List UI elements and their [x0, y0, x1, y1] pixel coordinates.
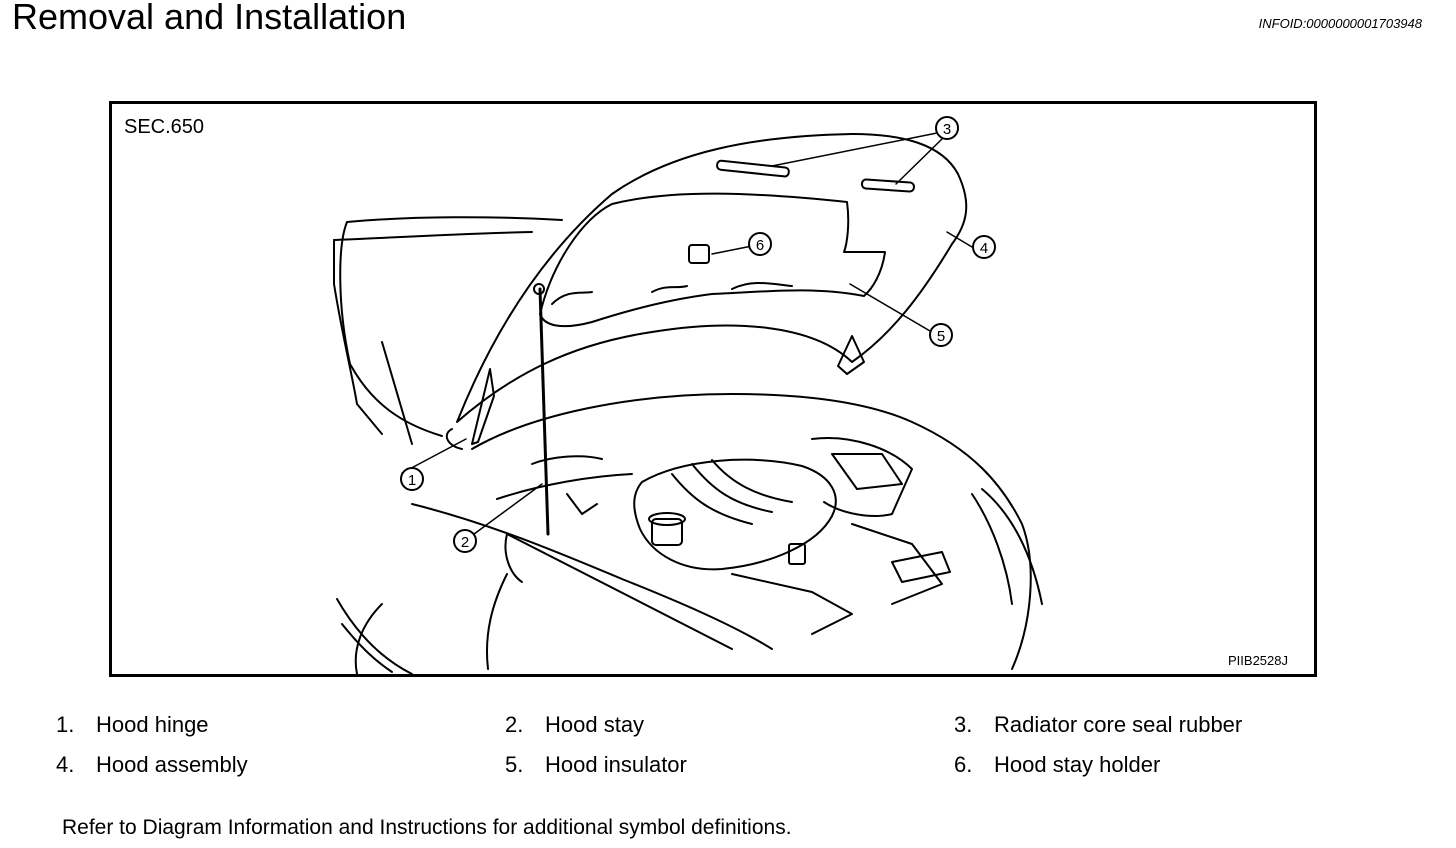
legend-number: 4. [56, 752, 75, 777]
hood-outline [456, 133, 968, 423]
legend-number: 2. [505, 712, 524, 737]
legend-number: 6. [954, 752, 973, 777]
legend-item: 1. Hood hinge [56, 712, 209, 738]
callout-2: 2 [461, 534, 469, 551]
hood-insulator [539, 192, 886, 328]
callout-6-circle [748, 232, 772, 256]
legend-label: Hood stay holder [994, 752, 1161, 777]
callout-6: 6 [756, 237, 764, 254]
legend-label: Hood hinge [96, 712, 209, 737]
legend-label: Hood stay [545, 712, 645, 737]
legend-number: 3. [954, 712, 973, 737]
section-label: SEC.650 [124, 116, 205, 138]
legend-label: Hood insulator [545, 752, 687, 777]
legend-item: 6. Hood stay holder [954, 752, 1160, 778]
callout-1-circle [400, 467, 424, 491]
callout-5-circle [929, 323, 953, 347]
callout-5: 5 [937, 328, 945, 345]
footnote: Refer to Diagram Information and Instruc… [62, 816, 792, 839]
legend-item: 2. Hood stay [505, 712, 644, 738]
legend-label: Hood assembly [96, 752, 248, 777]
figure-code: PIIB2528J [1228, 653, 1288, 668]
legend-item: 4. Hood assembly [56, 752, 248, 778]
callout-3-circle [935, 116, 959, 140]
callout-1: 1 [408, 472, 416, 489]
callout-4-circle [972, 235, 996, 259]
page-title: Removal and Installation [12, 0, 407, 37]
legend-item: 3. Radiator core seal rubber [954, 712, 1242, 738]
callout-2-circle [453, 529, 477, 553]
info-id: INFOID:0000000001703948 [1258, 16, 1422, 31]
callout-3: 3 [943, 121, 951, 138]
hood-illustration: 1 2 3 4 5 6 [333, 116, 1043, 674]
legend-number: 1. [56, 712, 75, 737]
callout-4: 4 [980, 240, 988, 257]
legend-label: Radiator core seal rubber [994, 712, 1243, 737]
legend-item: 5. Hood insulator [505, 752, 687, 778]
legend-number: 5. [505, 752, 524, 777]
hood-diagram: 1 2 3 4 5 6 SEC.650 PIIB2528J [109, 101, 1317, 677]
